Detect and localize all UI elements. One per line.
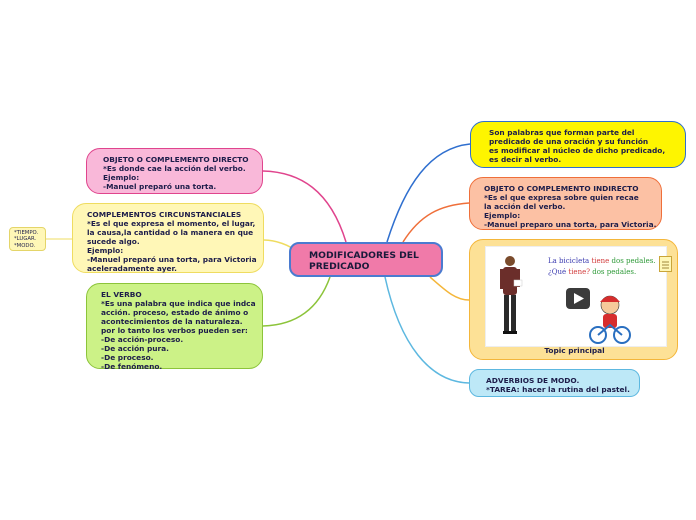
video-caption-line-1: La bicicleta tiene dos pedales. — [548, 257, 656, 265]
node-tiempo-lugar-modo[interactable]: *TIEMPO. *LUGAR. *MODO. — [9, 227, 46, 251]
node-complementos-circunstanciales[interactable]: COMPLEMENTOS CIRCUNSTANCIALES *Es el que… — [72, 203, 264, 273]
connector-topic — [429, 276, 470, 301]
node-topic-principal[interactable]: La bicicleta tiene dos pedales. ¿Qué tie… — [469, 239, 678, 360]
node-adverbios-de-modo[interactable]: ADVERBIOS DE MODO. *TAREA: hacer la ruti… — [469, 369, 640, 397]
play-icon[interactable] — [566, 288, 590, 309]
video-illustration — [500, 256, 631, 344]
video-thumbnail[interactable]: La bicicleta tiene dos pedales. ¿Qué tie… — [485, 246, 672, 347]
man-figure — [500, 256, 523, 334]
topic-label: Topic principal — [544, 346, 605, 355]
connector-objeto-directo — [262, 170, 347, 243]
connector-objeto-indirecto — [402, 202, 470, 243]
note-icon[interactable] — [659, 256, 672, 272]
connector-palabras — [386, 143, 471, 243]
node-objeto-indirecto[interactable]: OBJETO O COMPLEMENTO INDIRECTO *Es el qu… — [469, 177, 662, 230]
node-el-verbo[interactable]: EL VERBO *Es una palabra que indica que … — [86, 283, 263, 371]
node-definicion[interactable]: Son palabras que forman parte del predic… — [470, 121, 686, 168]
bicycle-illustration — [589, 295, 631, 344]
video-caption-line-2: ¿Qué tiene? dos pedales. — [548, 268, 637, 276]
connector-adverbios — [384, 276, 470, 384]
connector-verbo — [262, 276, 331, 327]
node-objeto-directo[interactable]: OBJETO O COMPLEMENTO DIRECTO *Es donde c… — [86, 148, 263, 194]
central-topic[interactable]: MODIFICADORES DEL PREDICADO — [289, 242, 443, 277]
